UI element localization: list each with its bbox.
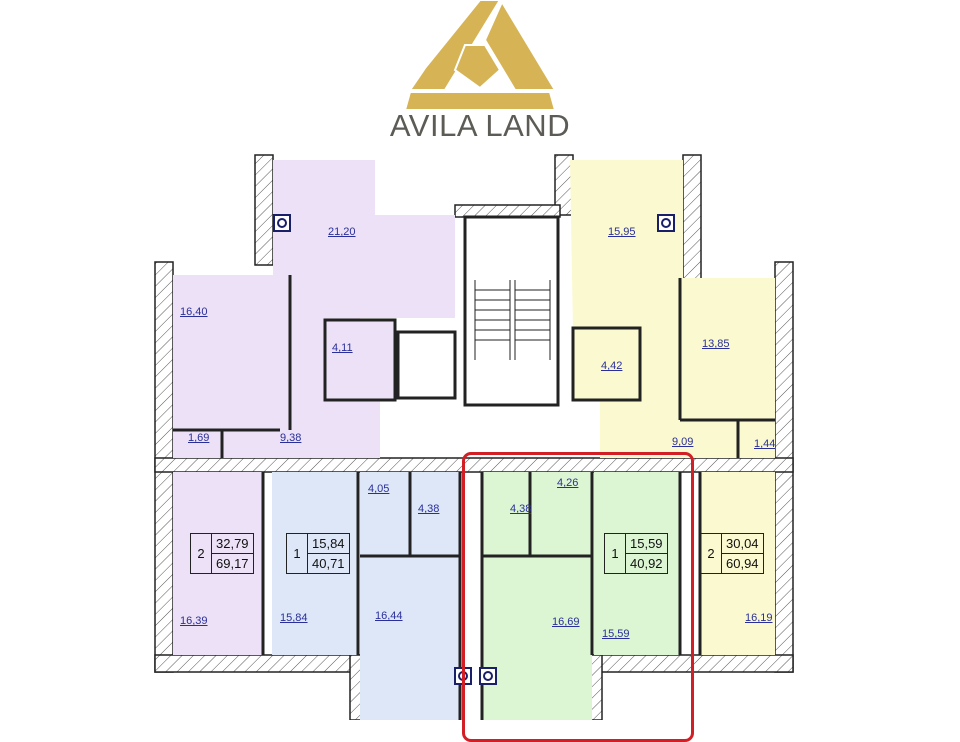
area-label: 16,19 bbox=[745, 612, 773, 624]
area-label: 1,69 bbox=[188, 432, 210, 444]
apartment-summary: 2 30,04 60,94 bbox=[700, 533, 764, 574]
total-area: 40,92 bbox=[630, 556, 663, 571]
area-label: 4,26 bbox=[557, 477, 579, 489]
area-label: 15,84 bbox=[280, 612, 308, 624]
brand-name: AVILA LAND bbox=[389, 108, 571, 143]
living-area: 15,59 bbox=[626, 534, 667, 554]
total-area: 69,17 bbox=[216, 556, 249, 571]
apartment-summary: 2 32,79 69,17 bbox=[190, 533, 254, 574]
area-label: 16,40 bbox=[180, 306, 208, 318]
room-count: 2 bbox=[191, 534, 212, 573]
room-fills bbox=[173, 160, 775, 720]
room-count: 1 bbox=[287, 534, 308, 573]
ventilation-shafts bbox=[273, 214, 675, 685]
floor-plan bbox=[154, 154, 794, 720]
avila-land-logo bbox=[405, 0, 555, 110]
area-label: 9,09 bbox=[672, 436, 694, 448]
staircase bbox=[474, 280, 551, 360]
area-label: 4,38 bbox=[418, 503, 440, 515]
selected-apartment-highlight[interactable] bbox=[462, 452, 694, 742]
area-label: 4,11 bbox=[332, 342, 353, 354]
area-label: 4,38 bbox=[510, 503, 532, 515]
room-count: 1 bbox=[605, 534, 626, 573]
living-area: 32,79 bbox=[212, 534, 253, 554]
living-area: 30,04 bbox=[722, 534, 763, 554]
area-label: 1,44 bbox=[754, 438, 776, 450]
area-label: 4,05 bbox=[368, 483, 390, 495]
total-area: 40,71 bbox=[312, 556, 345, 571]
living-area: 15,84 bbox=[308, 534, 349, 554]
area-label: 16,39 bbox=[180, 615, 208, 627]
apartment-summary: 1 15,59 40,92 bbox=[604, 533, 668, 574]
area-label: 13,85 bbox=[702, 338, 730, 350]
room-count: 2 bbox=[701, 534, 722, 573]
area-label: 9,38 bbox=[280, 432, 302, 444]
area-label: 21,20 bbox=[328, 226, 356, 238]
area-label: 16,69 bbox=[552, 616, 580, 628]
total-area: 60,94 bbox=[726, 556, 759, 571]
apartment-summary: 1 15,84 40,71 bbox=[286, 533, 350, 574]
area-label: 15,95 bbox=[608, 226, 636, 238]
area-label: 4,42 bbox=[601, 360, 623, 372]
area-label: 15,59 bbox=[602, 628, 630, 640]
area-label: 16,44 bbox=[375, 610, 403, 622]
